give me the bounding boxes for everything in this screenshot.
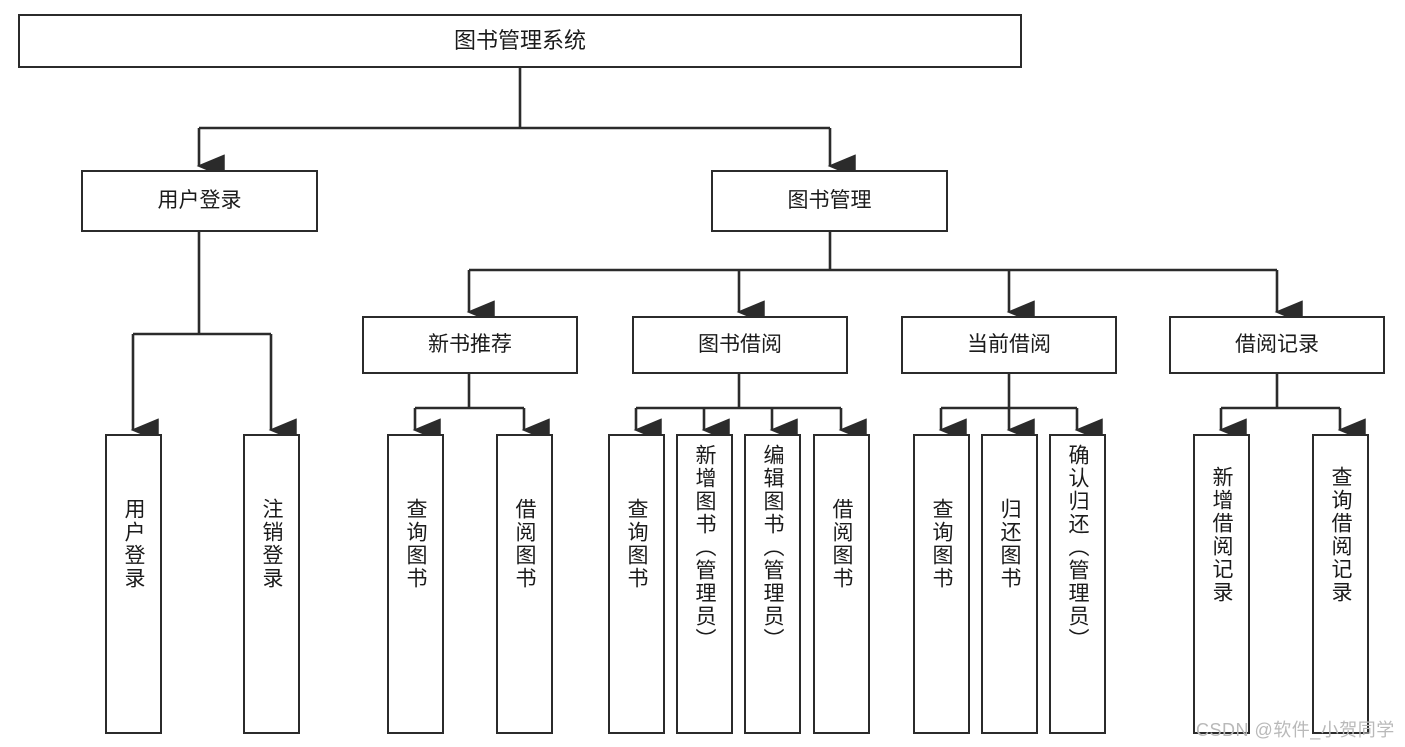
node-current-borrow[interactable]: 当前借阅 (901, 316, 1117, 374)
node-label: 查询图书 (930, 498, 953, 590)
node-label: 当前借阅 (967, 332, 1051, 356)
node-label: 借阅图书 (830, 498, 853, 590)
node-label: 图书借阅 (698, 332, 782, 356)
node-label: 查询借阅记录 (1329, 466, 1352, 604)
leaf-borrow-record-add-record[interactable]: 新增借阅记录 (1193, 434, 1250, 734)
leaf-book-borrow-add-book-admin[interactable]: 新增图书（管理员） (676, 434, 733, 734)
node-root-book-management-system[interactable]: 图书管理系统 (18, 14, 1022, 68)
leaf-book-borrow-borrow-book[interactable]: 借阅图书 (813, 434, 870, 734)
node-label: 归还图书 (998, 498, 1021, 590)
node-label: 图书管理系统 (453, 28, 586, 54)
leaf-book-borrow-query-book[interactable]: 查询图书 (608, 434, 665, 734)
node-label: 新增借阅记录 (1210, 466, 1233, 604)
leaf-book-borrow-edit-book-admin[interactable]: 编辑图书（管理员） (744, 434, 801, 734)
leaf-user-login-logout[interactable]: 注销登录 (243, 434, 300, 734)
leaf-borrow-record-query-record[interactable]: 查询借阅记录 (1312, 434, 1369, 734)
node-label: 用户登录 (157, 188, 242, 212)
node-label: 查询图书 (625, 498, 648, 590)
node-label: 确认归还（管理员） (1066, 444, 1089, 651)
node-label: 用户登录 (122, 498, 145, 590)
node-label: 编辑图书（管理员） (761, 444, 784, 651)
leaf-new-book-query-book[interactable]: 查询图书 (387, 434, 444, 734)
node-label: 图书管理 (787, 188, 872, 212)
node-label: 借阅记录 (1235, 332, 1319, 356)
leaf-current-borrow-return-book[interactable]: 归还图书 (981, 434, 1038, 734)
node-book-management[interactable]: 图书管理 (711, 170, 948, 232)
csdn-watermark: CSDN @软件_小贺同学 (1196, 720, 1395, 740)
node-label: 查询图书 (404, 498, 427, 590)
node-book-borrow[interactable]: 图书借阅 (632, 316, 848, 374)
leaf-current-borrow-query-book[interactable]: 查询图书 (913, 434, 970, 734)
node-label: 新增图书（管理员） (693, 444, 716, 651)
node-new-book-recommend[interactable]: 新书推荐 (362, 316, 578, 374)
node-user-login[interactable]: 用户登录 (81, 170, 318, 232)
leaf-current-borrow-confirm-return-admin[interactable]: 确认归还（管理员） (1049, 434, 1106, 734)
leaf-user-login-login[interactable]: 用户登录 (105, 434, 162, 734)
node-borrow-record[interactable]: 借阅记录 (1169, 316, 1385, 374)
leaf-new-book-borrow-book[interactable]: 借阅图书 (496, 434, 553, 734)
node-label: 注销登录 (260, 498, 283, 590)
node-label: 新书推荐 (428, 332, 512, 356)
node-label: 借阅图书 (513, 498, 536, 590)
